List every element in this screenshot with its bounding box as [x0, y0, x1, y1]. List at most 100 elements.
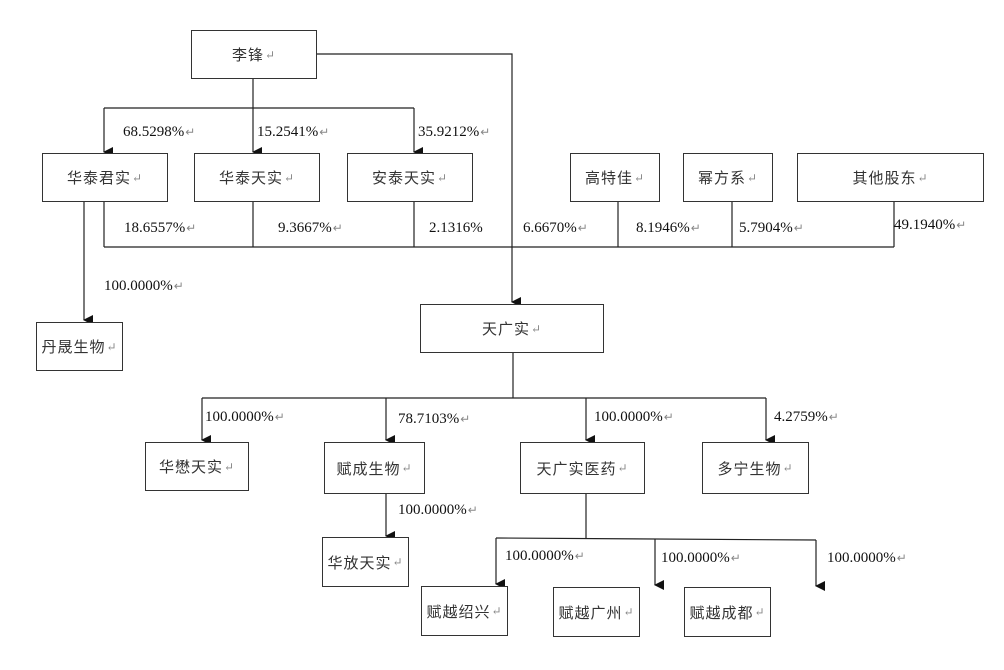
pct-value: 6.6670%: [523, 220, 577, 236]
return-mark: ↵: [754, 605, 766, 619]
entity-label: 天广实: [481, 320, 530, 338]
pct-pharma-guangzhou: 100.0000%↵: [661, 550, 741, 567]
pct-other-tianguangshi: 49.1940%↵: [894, 217, 966, 234]
entity-fuyue-guangzhou: 赋越广州↵: [553, 587, 640, 637]
pct-huatai-junshi-tianguangshi: 18.6557%↵: [124, 220, 196, 237]
pct-value: 5.7904%: [739, 220, 793, 236]
entity-label: 天广实医药: [536, 459, 617, 478]
return-mark: ↵: [223, 459, 236, 474]
return-mark: ↵: [186, 221, 197, 235]
return-mark: ↵: [746, 170, 759, 185]
pct-lifeng-huatai-junshi: 68.5298%↵: [123, 124, 195, 141]
pct-fucheng-huafang: 100.0000%↵: [398, 502, 478, 519]
entity-huatai-tianshi: 华泰天实↵: [194, 153, 320, 202]
return-mark: ↵: [392, 555, 404, 569]
return-mark: ↵: [530, 321, 543, 336]
entity-label: 其他股东: [852, 169, 917, 187]
entity-label: 李锋: [231, 46, 264, 64]
return-mark: ↵: [828, 410, 839, 424]
pct-tianguangshi-fucheng: 78.7103%↵: [398, 411, 470, 428]
pct-value: 100.0000%: [594, 409, 663, 425]
pct-value: 100.0000%: [827, 550, 896, 566]
entity-duoning-bio: 多宁生物↵: [702, 442, 809, 494]
pct-pharma-shaoxing: 100.0000%↵: [505, 548, 585, 565]
return-mark: ↵: [896, 551, 907, 565]
pct-value: 100.0000%: [505, 548, 574, 564]
pct-mufangxi-tianguangshi: 5.7904%↵: [739, 220, 804, 237]
return-mark: ↵: [467, 503, 478, 517]
entity-label: 幂方系: [697, 169, 746, 187]
pct-value: 49.1940%: [894, 217, 956, 233]
return-mark: ↵: [633, 170, 646, 185]
return-mark: ↵: [480, 125, 491, 139]
return-mark: ↵: [436, 170, 449, 185]
entity-mufangxi: 幂方系↵: [683, 153, 773, 202]
entity-huamao-tianshi: 华懋天实↵: [145, 442, 249, 491]
return-mark: ↵: [131, 170, 144, 185]
pct-value: 100.0000%: [398, 502, 467, 518]
entity-label: 高特佳: [584, 169, 633, 187]
pct-tianguangshi-duoning: 4.2759%↵: [774, 409, 839, 426]
entity-fucheng-bio: 赋成生物↵: [324, 442, 425, 494]
return-mark: ↵: [173, 279, 184, 293]
pct-value: 100.0000%: [104, 278, 173, 294]
return-mark: ↵: [319, 125, 330, 139]
return-mark: ↵: [793, 221, 804, 235]
entity-gaotejia: 高特佳↵: [570, 153, 660, 202]
return-mark: ↵: [617, 461, 629, 475]
entity-li-feng: 李锋↵: [191, 30, 317, 79]
entity-label: 华泰天实: [218, 169, 283, 187]
return-mark: ↵: [574, 549, 585, 563]
return-mark: ↵: [663, 410, 674, 424]
entity-label: 赋越广州: [558, 603, 623, 622]
pct-lifeng-antai-tianshi: 35.9212%↵: [418, 124, 490, 141]
return-mark: ↵: [730, 551, 741, 565]
entity-label: 华放天实: [327, 553, 392, 572]
entity-label: 赋越成都: [689, 603, 754, 622]
entity-label: 多宁生物: [717, 459, 782, 478]
pct-value: 100.0000%: [661, 550, 730, 566]
return-mark: ↵: [185, 125, 196, 139]
entity-antai-tianshi: 安泰天实↵: [347, 153, 473, 202]
entity-tianguangshi: 天广实↵: [420, 304, 604, 353]
entity-huatai-junshi: 华泰君实↵: [42, 153, 168, 202]
return-mark: ↵: [577, 221, 588, 235]
entity-tianguangshi-pharma: 天广实医药↵: [520, 442, 645, 494]
return-mark: ↵: [917, 170, 929, 185]
pct-value: 2.1316%: [429, 220, 483, 236]
pct-value: 15.2541%: [257, 124, 319, 140]
pct-huatai-junshi-dansheng: 100.0000%↵: [104, 278, 184, 295]
pct-antai-tianshi-tianguangshi: 2.1316%: [429, 220, 483, 237]
pct-value: 78.7103%: [398, 411, 460, 427]
pct-value: 68.5298%: [123, 124, 185, 140]
return-mark: ↵: [283, 170, 296, 185]
pct-tianguangshi-pharma: 100.0000%↵: [594, 409, 674, 426]
entity-label: 赋越绍兴: [426, 602, 491, 621]
pct-value: 100.0000%: [205, 409, 274, 425]
return-mark: ↵: [274, 410, 285, 424]
entity-huafang-tianshi: 华放天实↵: [322, 537, 409, 587]
pct-value: 9.3667%: [278, 220, 332, 236]
entity-fuyue-shaoxing: 赋越绍兴↵: [421, 586, 508, 636]
return-mark: ↵: [460, 412, 471, 426]
pct-tianguangshi-huamao: 100.0000%↵: [205, 409, 285, 426]
return-mark: ↵: [332, 221, 343, 235]
pct-huatai-tianshi-tianguangshi: 9.3667%↵: [278, 220, 343, 237]
return-mark: ↵: [401, 461, 413, 475]
pct-lifeng-tianguangshi: 6.6670%↵: [523, 220, 588, 237]
pct-gaotejia-tianguangshi: 8.1946%↵: [636, 220, 701, 237]
return-mark: ↵: [956, 218, 967, 232]
entity-label: 赋成生物: [336, 459, 401, 478]
entity-other-shareholders: 其他股东↵: [797, 153, 984, 202]
entity-fuyue-chengdu: 赋越成都↵: [684, 587, 771, 637]
arrow-lifeng-to-tianguangshi: [316, 53, 521, 307]
pct-value: 4.2759%: [774, 409, 828, 425]
return-mark: ↵: [491, 604, 503, 618]
entity-label: 丹晟生物: [41, 338, 106, 356]
return-mark: ↵: [264, 47, 277, 62]
pct-value: 8.1946%: [636, 220, 690, 236]
pct-value: 18.6557%: [124, 220, 186, 236]
pct-lifeng-huatai-tianshi: 15.2541%↵: [257, 124, 329, 141]
pct-value: 35.9212%: [418, 124, 480, 140]
